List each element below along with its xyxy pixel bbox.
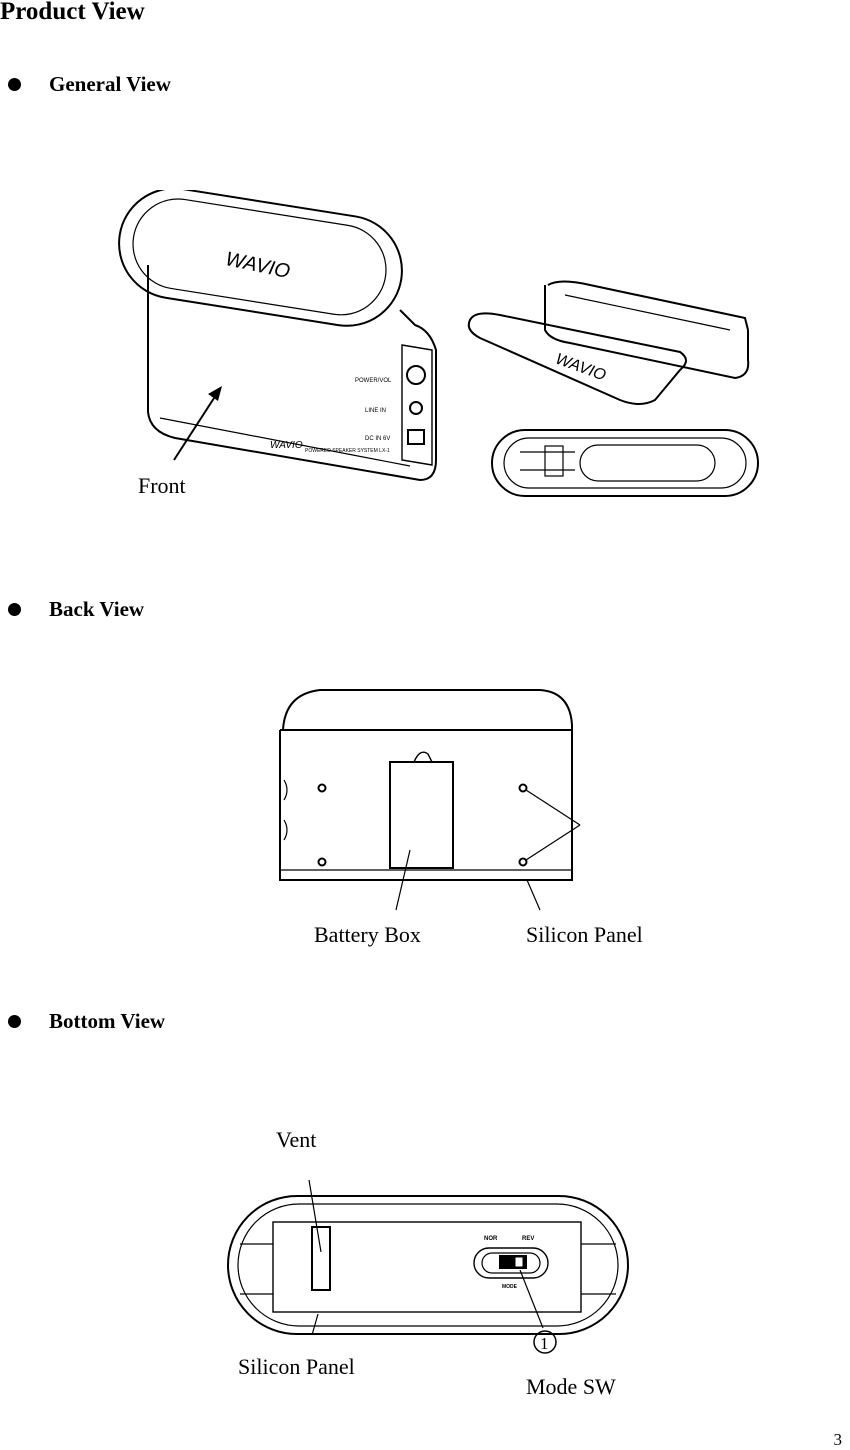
section-back-view: Back View <box>8 597 144 622</box>
bullet-icon <box>8 603 21 616</box>
page-number: 3 <box>833 1430 843 1449</box>
mode-sw-label: Mode SW <box>526 1374 616 1399</box>
page-title: Product View <box>0 0 145 25</box>
silicon-panel-back-label: Silicon Panel <box>526 922 643 947</box>
general-view-illustration: WAVIO POWER/VOL LINE IN DC IN 6V WAVIO P… <box>118 190 759 497</box>
battery-box-label: Battery Box <box>314 922 421 947</box>
callout-number: 1 <box>540 1334 549 1353</box>
section-title: Back View <box>49 597 145 621</box>
device-model-line: POWERED SPEAKER SYSTEM LX-1 <box>305 448 390 454</box>
section-title: General View <box>49 72 171 96</box>
bullet-icon <box>8 78 21 91</box>
device-brand-top: WAVIO <box>223 248 291 283</box>
front-label: Front <box>138 473 186 498</box>
switch-rev-label: REV <box>522 1236 534 1242</box>
section-title: Bottom View <box>49 1009 166 1033</box>
bottom-view-illustration: NOR REV MODE 1 <box>227 1179 629 1354</box>
section-bottom-view: Bottom View <box>8 1009 165 1034</box>
switch-mode-label: MODE <box>502 1284 518 1290</box>
tray-brand: WAVIO <box>553 351 608 385</box>
device-line-in-label: LINE IN <box>365 408 386 414</box>
device-power-vol-label: POWER/VOL <box>355 378 392 384</box>
vent-label: Vent <box>276 1127 317 1152</box>
back-view-illustration <box>279 689 581 911</box>
bullet-icon <box>8 1015 21 1028</box>
switch-nor-label: NOR <box>484 1236 498 1242</box>
silicon-panel-bottom-label: Silicon Panel <box>238 1354 355 1379</box>
callout-circle <box>533 1330 557 1354</box>
device-brand-front: WAVIO <box>270 440 303 451</box>
device-dc-in-label: DC IN 6V <box>365 436 390 442</box>
section-general-view: General View <box>8 72 171 97</box>
